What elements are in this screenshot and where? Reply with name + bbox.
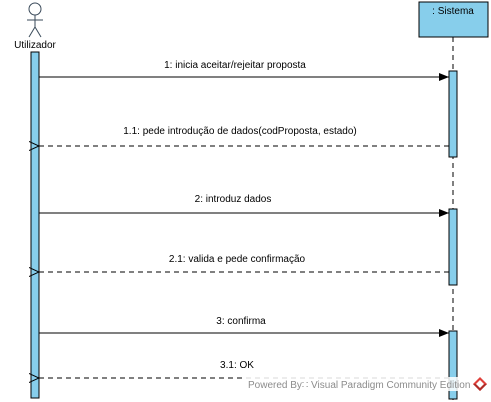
message-3-1: 3.1: OK [39,360,449,378]
watermark: Powered By∷ Visual Paradigm Community Ed… [244,377,487,391]
message-2-label: 2: introduz dados [195,194,272,205]
visual-paradigm-logo-icon [473,377,487,391]
system-activation-bar-3 [448,330,458,400]
message-1: 1: inicia aceitar/rejeitar proposta [39,60,449,81]
message-1-label: 1: inicia aceitar/rejeitar proposta [164,60,306,71]
message-2: 2: introduz dados [39,194,449,217]
lifeline-head-box [418,1,489,38]
message-2-1-label: 2.1: valida e pede confirmação [169,254,306,265]
system-activation-bar-2 [448,208,458,286]
message-3-1-label: 3.1: OK [220,360,254,371]
message-3-label: 3: confirma [216,316,266,327]
actor-utilizador: Utilizador [14,2,57,51]
actor-activation-bar [30,51,40,399]
lifeline-head-label: : Sistema [432,6,474,17]
lifeline-sistema: : Sistema [418,1,489,38]
message-3: 3: confirma [39,316,449,337]
message-2-1: 2.1: valida e pede confirmação [39,254,449,272]
message-1-1-label: 1.1: pede introdução de dados(codPropost… [123,126,357,137]
watermark-text: Powered By∷ Visual Paradigm Community Ed… [248,380,470,391]
stick-figure-icon [27,2,43,38]
actor-name: Utilizador [14,40,56,51]
system-activation-bar-1 [448,70,458,158]
message-1-1: 1.1: pede introdução de dados(codPropost… [39,126,449,146]
